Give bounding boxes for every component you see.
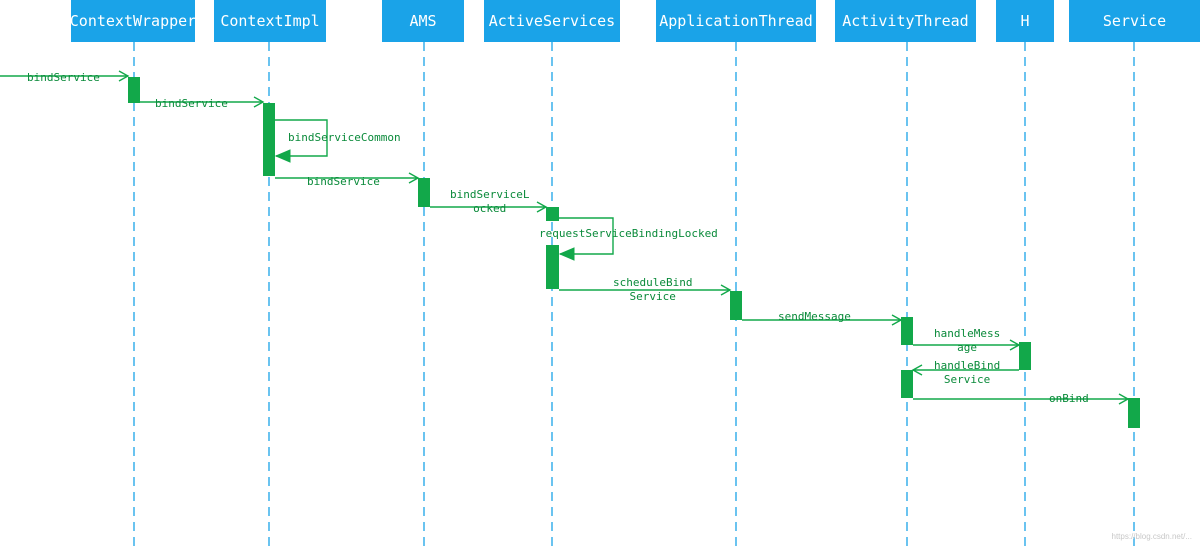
activation-bar [730, 291, 742, 320]
self-call-arrow [275, 119, 328, 157]
arrow-head [558, 247, 575, 261]
arrow-head [891, 314, 903, 326]
arrow-head [118, 70, 130, 82]
activation-bar [1128, 398, 1140, 428]
message-label: bindService [155, 97, 228, 110]
message-label-line: bindService [155, 97, 228, 110]
activation-bar [901, 370, 913, 398]
participant-header: AMS [382, 0, 464, 42]
arrow-head [274, 149, 291, 163]
activation-bar [263, 103, 275, 176]
participant-header: ContextWrapper [70, 0, 196, 42]
message-label: sendMessage [778, 310, 851, 323]
arrow-head [720, 284, 732, 296]
participant-header: ApplicationThread [656, 0, 816, 42]
message-label-line: bindService [307, 175, 380, 188]
activation-bar [546, 245, 559, 289]
arrow-head [408, 172, 420, 184]
message-label-line: requestServiceBindingLocked [539, 227, 718, 240]
message-label-line: Service [630, 290, 676, 303]
message-label-line: handleBind [934, 359, 1000, 372]
message-label-line: bindServiceL [450, 188, 530, 201]
participant-header: Service [1069, 0, 1200, 42]
participant-header: ActiveServices [484, 0, 620, 42]
message-label: requestServiceBindingLocked [539, 227, 718, 240]
message-label-line: onBind [1049, 392, 1089, 405]
activation-bar [128, 77, 140, 103]
activation-bar [901, 317, 913, 345]
message-label: bindServiceCommon [288, 131, 401, 144]
participant-header: ContextImpl [214, 0, 326, 42]
message-label-line: handleMess [934, 327, 1000, 340]
activation-bar [546, 207, 559, 221]
arrow-head [536, 201, 548, 213]
message-label: bindService [27, 71, 100, 84]
message-label-line: sendMessage [778, 310, 851, 323]
arrow-head [1118, 393, 1130, 405]
message-label-line: ocked [473, 202, 506, 215]
message-label: bindService [307, 175, 380, 188]
message-label-line: Service [944, 373, 990, 386]
message-label-line: bindServiceCommon [288, 131, 401, 144]
message-label: onBind [1049, 392, 1089, 405]
message-label-line: age [957, 341, 977, 354]
activation-bar [1019, 342, 1031, 370]
arrow-head [1009, 339, 1021, 351]
participant-header: H [996, 0, 1054, 42]
participant-header: ActivityThread [835, 0, 976, 42]
activation-bar [418, 178, 430, 207]
self-call-arrow [559, 217, 614, 255]
message-label-line: scheduleBind [613, 276, 692, 289]
message-label-line: bindService [27, 71, 100, 84]
arrow-head [253, 96, 265, 108]
arrow-head [911, 364, 923, 376]
watermark: https://blog.csdn.net/... [1111, 532, 1193, 541]
